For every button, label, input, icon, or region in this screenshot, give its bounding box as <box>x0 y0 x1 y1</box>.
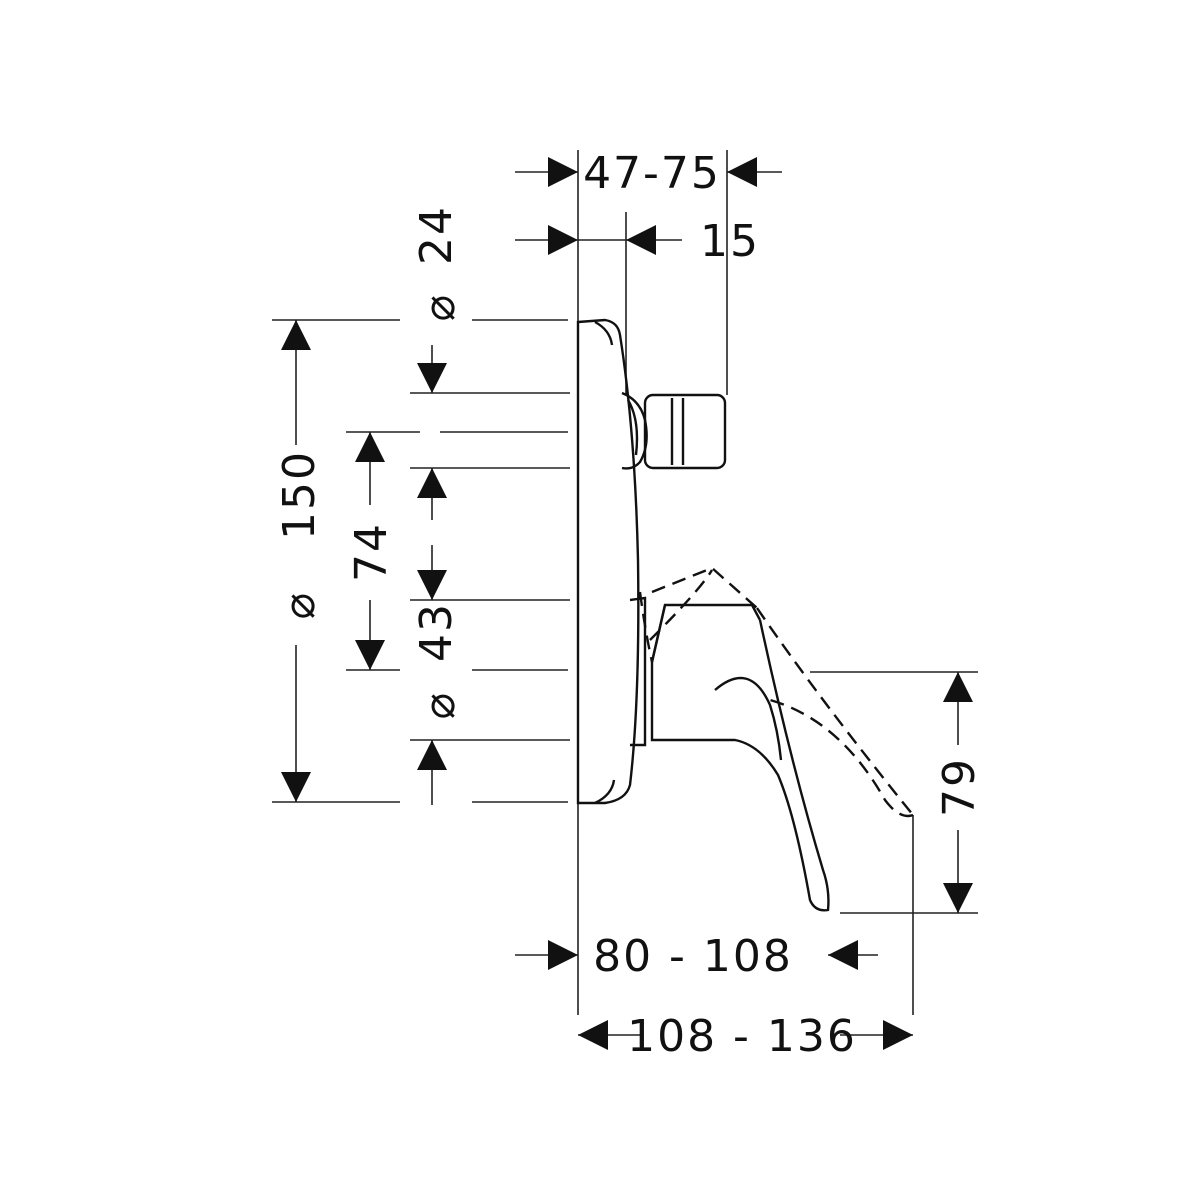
arrow-up <box>355 432 385 462</box>
label-43: 43 <box>411 602 462 662</box>
arrow-right <box>883 1020 913 1050</box>
dimension-79 <box>943 672 973 913</box>
arrow-left <box>578 1020 608 1050</box>
arrow-left <box>828 940 858 970</box>
arrow-down <box>281 772 311 802</box>
diverter-knob <box>621 391 727 470</box>
dimension-24 <box>417 345 447 520</box>
diameter-symbol-43: ⌀ <box>414 691 465 720</box>
arrow-left <box>727 157 757 187</box>
diameter-symbol-150: ⌀ <box>274 591 325 620</box>
handle-dashed-alternate <box>638 566 914 818</box>
dimension-108-136 <box>578 1020 913 1050</box>
dimension-47-75 <box>515 157 782 187</box>
dimension-labels: 47-75 15 80 - 108 108 - 136 24 ⌀ 150 ⌀ 7… <box>274 148 985 1062</box>
extension-lines <box>272 150 978 1015</box>
arrow-down <box>943 883 973 913</box>
dimension-150 <box>281 320 311 802</box>
dimension-74 <box>355 432 385 670</box>
handle-base <box>629 596 762 747</box>
dimension-43 <box>417 545 447 805</box>
arrow-up <box>281 320 311 350</box>
label-150: 150 <box>274 450 325 540</box>
arrow-right <box>548 157 578 187</box>
arrow-right <box>548 940 578 970</box>
arrow-left <box>626 225 656 255</box>
spout <box>650 604 830 912</box>
arrow-up <box>943 672 973 702</box>
label-79: 79 <box>934 757 985 817</box>
dimension-80-108 <box>515 940 878 970</box>
label-80-108: 80 - 108 <box>593 931 793 982</box>
arrow-down <box>355 640 385 670</box>
arrow-up <box>417 740 447 770</box>
dimension-15 <box>515 225 682 255</box>
label-108-136: 108 - 136 <box>627 1011 857 1062</box>
label-47-75: 47-75 <box>583 148 721 199</box>
wall-plate <box>576 318 640 805</box>
label-15: 15 <box>700 216 760 267</box>
diameter-symbol-24-mark: ⌀ <box>414 293 465 322</box>
arrow-up <box>417 468 447 498</box>
arrow-down <box>417 363 447 393</box>
arrow-right <box>548 225 578 255</box>
label-24: 24 <box>411 205 462 265</box>
arrow-down <box>417 570 447 600</box>
label-74: 74 <box>346 522 397 582</box>
